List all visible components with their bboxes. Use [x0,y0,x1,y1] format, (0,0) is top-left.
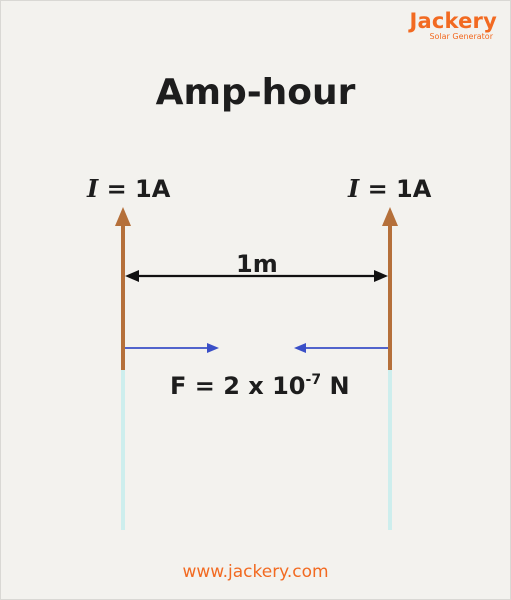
left-current-symbol: I [87,174,99,203]
force-exponent: -7 [305,372,322,388]
right-current-arrowhead [382,207,398,226]
left-current-label: I = 1A [87,174,171,204]
right-current-label: I = 1A [348,174,432,204]
left-current-arrowhead [115,207,131,226]
force-unit: N [329,372,350,400]
distance-arrowhead-left [125,270,139,282]
page-title: Amp-hour [155,72,356,113]
brand-tagline: Solar Generator [429,32,493,41]
right-current-symbol: I [348,174,360,203]
right-current-value: = 1A [367,175,432,203]
force-label: F = 2 x 10-7 N [170,372,350,400]
footer-url[interactable]: www.jackery.com [182,562,329,582]
left-force-arrowhead [207,343,219,353]
force-prefix: F = 2 x 10 [170,372,306,400]
right-force-arrowhead [294,343,306,353]
brand-name: Jackery [409,9,497,33]
left-current-value: = 1A [106,175,171,203]
distance-arrowhead-right [374,270,388,282]
distance-label: 1m [236,250,278,278]
brand-logo: Jackery Solar Generator [409,9,497,41]
